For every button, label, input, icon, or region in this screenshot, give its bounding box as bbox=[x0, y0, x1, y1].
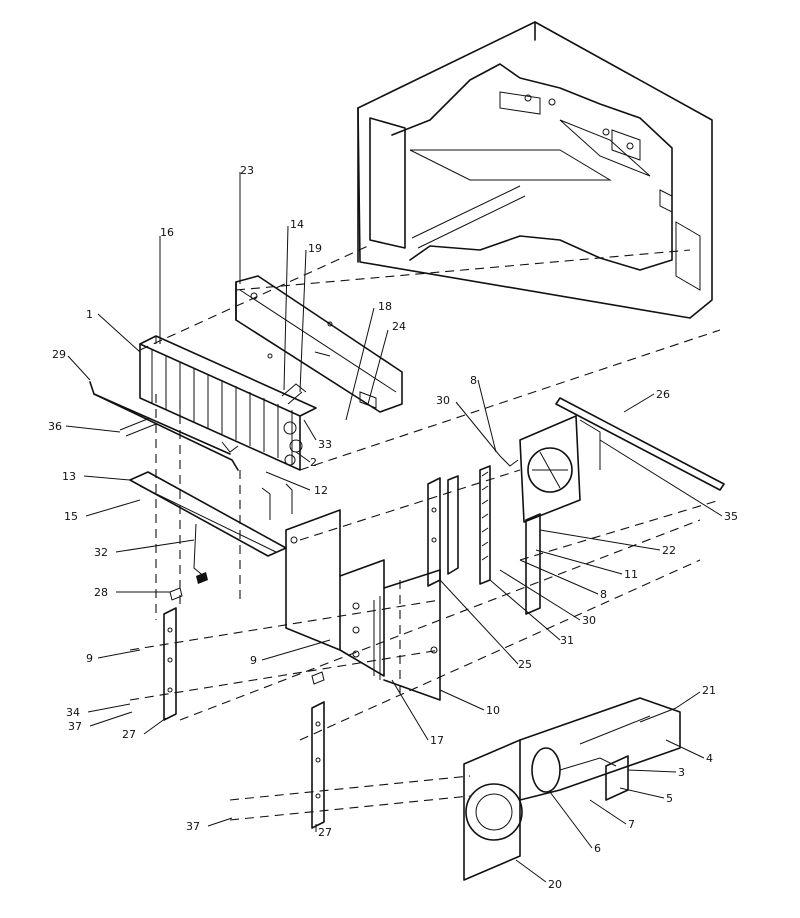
callout-12: 12 bbox=[265, 471, 328, 497]
callout-label: 16 bbox=[160, 226, 174, 239]
evaporator-coil bbox=[139, 335, 317, 471]
callout-label: 5 bbox=[666, 792, 673, 805]
callout-32: 32 bbox=[94, 539, 195, 559]
callout-29: 29 bbox=[52, 348, 91, 381]
callout-label: 28 bbox=[94, 586, 108, 599]
lower-fan-assembly bbox=[463, 697, 681, 881]
callout-label: 31 bbox=[560, 634, 574, 647]
callout-label: 32 bbox=[94, 546, 108, 559]
callout-label: 17 bbox=[430, 734, 444, 747]
callout-6: 6 bbox=[549, 791, 601, 855]
callout-13: 13 bbox=[62, 470, 131, 483]
callout-30b: 30 bbox=[499, 569, 596, 627]
callout-label: 14 bbox=[290, 218, 304, 231]
callout-17: 17 bbox=[391, 679, 444, 747]
callout-1: 1 bbox=[86, 308, 141, 353]
callout-16: 16 bbox=[159, 226, 174, 344]
callout-label: 10 bbox=[486, 704, 500, 717]
callout-3: 3 bbox=[627, 766, 685, 779]
callout-34: 34 bbox=[66, 703, 131, 719]
mounting-brackets bbox=[163, 587, 325, 829]
callout-30a: 30 bbox=[436, 394, 501, 457]
callout-20: 20 bbox=[515, 859, 562, 891]
callout-label: 9 bbox=[250, 654, 257, 667]
callout-24: 24 bbox=[367, 320, 406, 405]
callout-label: 37 bbox=[186, 820, 200, 833]
callout-label: 13 bbox=[62, 470, 76, 483]
callout-2: 2 bbox=[295, 451, 317, 469]
callout-label: 8 bbox=[470, 374, 477, 387]
callout-26: 26 bbox=[623, 388, 670, 413]
callout-25: 25 bbox=[439, 579, 532, 671]
callout-label: 6 bbox=[594, 842, 601, 855]
upper-fan-assembly bbox=[499, 397, 725, 523]
channel-strips bbox=[427, 465, 541, 615]
callout-9a: 9 bbox=[86, 649, 141, 665]
callout-33: 33 bbox=[303, 419, 332, 451]
callout-28: 28 bbox=[94, 586, 170, 599]
callout-label: 27 bbox=[318, 826, 332, 839]
callout-label: 15 bbox=[64, 510, 78, 523]
callout-label: 7 bbox=[628, 818, 635, 831]
evaporator-cover bbox=[235, 275, 403, 413]
callout-5: 5 bbox=[619, 787, 673, 805]
callout-31: 31 bbox=[489, 579, 574, 647]
callout-9b: 9 bbox=[250, 639, 331, 667]
callout-19: 19 bbox=[299, 242, 322, 393]
callout-label: 19 bbox=[308, 242, 322, 255]
callout-label: 9 bbox=[86, 652, 93, 665]
callout-36: 36 bbox=[48, 420, 121, 433]
callout-label: 4 bbox=[706, 752, 713, 765]
callout-27a: 27 bbox=[122, 717, 167, 741]
callout-8a: 8 bbox=[470, 374, 497, 453]
callout-14: 14 bbox=[283, 218, 304, 391]
callout-35: 35 bbox=[599, 439, 738, 523]
callout-label: 23 bbox=[240, 164, 254, 177]
callout-7: 7 bbox=[589, 799, 635, 831]
callout-label: 24 bbox=[392, 320, 406, 333]
callout-label: 3 bbox=[678, 766, 685, 779]
alignment-lines bbox=[129, 245, 721, 821]
callout-label: 35 bbox=[724, 510, 738, 523]
callout-label: 18 bbox=[378, 300, 392, 313]
callout-23: 23 bbox=[239, 164, 254, 284]
callout-label: 26 bbox=[656, 388, 670, 401]
callout-10: 10 bbox=[439, 689, 500, 717]
callout-label: 36 bbox=[48, 420, 62, 433]
cabinet-liner bbox=[357, 21, 713, 319]
callout-label: 12 bbox=[314, 484, 328, 497]
callout-label: 33 bbox=[318, 438, 332, 451]
defrost-heater bbox=[89, 381, 293, 584]
callout-21: 21 bbox=[675, 684, 716, 709]
callout-label: 30 bbox=[436, 394, 450, 407]
callout-label: 37 bbox=[68, 720, 82, 733]
callout-27b: 27 bbox=[315, 824, 332, 839]
callout-label: 27 bbox=[122, 728, 136, 741]
callout-label: 21 bbox=[702, 684, 716, 697]
callout-8b: 8 bbox=[519, 559, 607, 601]
callout-4: 4 bbox=[665, 739, 713, 765]
callout-11: 11 bbox=[535, 549, 638, 581]
callout-label: 1 bbox=[86, 308, 93, 321]
callout-label: 11 bbox=[624, 568, 638, 581]
callouts: 1 16 23 14 19 18 24 29 bbox=[48, 164, 738, 891]
callout-37a: 37 bbox=[68, 711, 133, 733]
callout-22: 22 bbox=[539, 529, 676, 557]
callout-label: 22 bbox=[662, 544, 676, 557]
callout-label: 20 bbox=[548, 878, 562, 891]
callout-label: 2 bbox=[310, 456, 317, 469]
callout-18: 18 bbox=[345, 300, 392, 421]
callout-label: 34 bbox=[66, 706, 80, 719]
callout-label: 29 bbox=[52, 348, 66, 361]
callout-15: 15 bbox=[64, 499, 141, 523]
callout-label: 25 bbox=[518, 658, 532, 671]
callout-label: 8 bbox=[600, 588, 607, 601]
callout-label: 30 bbox=[582, 614, 596, 627]
callout-37b: 37 bbox=[186, 817, 233, 833]
